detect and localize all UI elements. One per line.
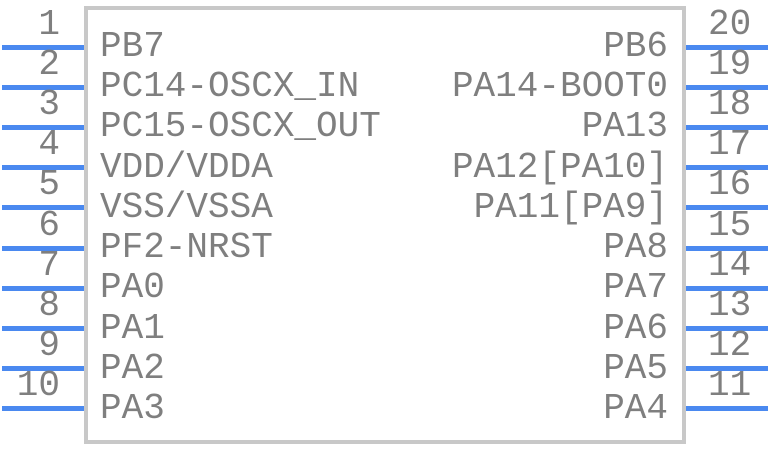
pin-number: 17 xyxy=(708,124,752,166)
pin-label: PB6 xyxy=(603,26,668,67)
pin-label: PC14-OSCX_IN xyxy=(100,66,360,108)
pin-label: PA14-BOOT0 xyxy=(451,66,668,108)
pin-number: 4 xyxy=(38,124,60,166)
pin-label: PA12[PA10] xyxy=(451,146,668,188)
pin-line xyxy=(2,406,84,412)
pin-number: 5 xyxy=(38,164,60,206)
pin-line xyxy=(2,366,84,372)
pin-line xyxy=(2,44,84,50)
pin-number: 16 xyxy=(708,164,752,206)
pin-label: PA4 xyxy=(603,387,668,429)
pin-number: 6 xyxy=(38,204,60,246)
pin-label: PA6 xyxy=(603,307,668,349)
pin-line xyxy=(2,84,84,90)
pin-label: PA7 xyxy=(603,267,668,309)
pin-number: 12 xyxy=(708,325,752,367)
pin-number: 15 xyxy=(708,204,752,246)
pin-line xyxy=(686,406,768,412)
pin-line xyxy=(686,285,768,291)
chip-body xyxy=(84,6,686,444)
pin-label: PA13 xyxy=(581,106,668,148)
pin-number: 11 xyxy=(708,365,752,407)
pin-number: 7 xyxy=(38,244,60,286)
pin-line xyxy=(2,245,84,251)
pin-line xyxy=(686,165,768,171)
pin-label: PA1 xyxy=(100,307,165,349)
pin-label: PC15-OSCX_OUT xyxy=(100,106,381,148)
pin-number: 1 xyxy=(38,3,60,45)
pin-line xyxy=(686,84,768,90)
pin-number: 19 xyxy=(708,43,752,85)
pin-line xyxy=(2,124,84,130)
pin-label: PF2-NRST xyxy=(100,227,273,269)
pin-number: 20 xyxy=(708,3,752,45)
pin-label: VDD/VDDA xyxy=(100,146,273,188)
pin-number: 3 xyxy=(38,83,60,125)
pin-line xyxy=(686,124,768,130)
pin-number: 2 xyxy=(38,43,60,85)
pin-line xyxy=(686,245,768,251)
pin-number: 13 xyxy=(708,285,752,327)
pin-label: PA0 xyxy=(100,267,165,309)
pin-line xyxy=(2,165,84,171)
pin-line xyxy=(2,285,84,291)
pin-number: 9 xyxy=(38,325,60,367)
pin-line xyxy=(686,326,768,332)
pin-number: 8 xyxy=(38,285,60,327)
pin-label: PA5 xyxy=(603,347,668,389)
pin-label: VSS/VSSA xyxy=(100,186,273,228)
pin-line xyxy=(2,326,84,332)
pin-label: PA11[PA9] xyxy=(473,186,668,228)
pin-label: PA2 xyxy=(100,347,165,389)
pin-line xyxy=(686,205,768,211)
pin-label: PA3 xyxy=(100,387,165,429)
pin-number: 10 xyxy=(16,365,60,407)
pin-number: 14 xyxy=(708,244,752,286)
pin-line xyxy=(2,205,84,211)
pin-number: 18 xyxy=(708,83,752,125)
pin-line xyxy=(686,366,768,372)
pin-label: PB7 xyxy=(100,26,165,67)
pin-label: PA8 xyxy=(603,227,668,269)
pin-line xyxy=(686,44,768,50)
